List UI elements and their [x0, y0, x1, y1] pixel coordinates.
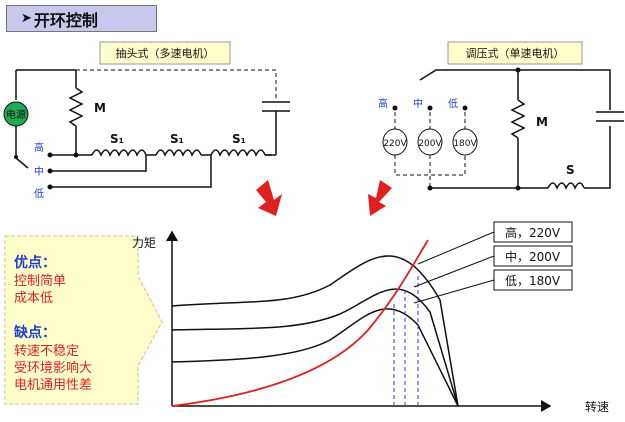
tap-dot-mid	[47, 168, 53, 174]
transformer-180v	[452, 128, 478, 156]
legend-box-mid	[493, 245, 573, 267]
legend-label-low: 低，180V	[505, 274, 561, 288]
switch-blade	[15, 157, 29, 169]
legend-box-high	[493, 221, 573, 243]
voltage-220v: 220V	[383, 139, 407, 149]
mid-tap-wire	[50, 155, 147, 172]
curve-mid	[171, 288, 459, 407]
tap-dot-low	[47, 184, 53, 190]
page-title: ➤ 开环控制	[6, 5, 157, 32]
left-circuit-caption-box	[99, 41, 231, 65]
left-circuit: 抽头式（多速电机） 电源 M S₁ S₁ S₁ 高 中	[3, 41, 290, 200]
left-circuit-caption: 抽头式（多速电机）	[116, 46, 215, 60]
notes-callout: 优点： 控制简单 成本低 缺点： 转速不稳定 受环境影响大 电机通用性差	[4, 235, 163, 405]
motor-m-label: M	[94, 101, 106, 115]
operating-point-markers	[393, 276, 419, 406]
voltage-180v: 180V	[453, 139, 477, 149]
right-motor-m-coil	[510, 99, 526, 139]
y-axis-label: 力矩	[132, 236, 156, 250]
top-wire-right	[419, 69, 611, 110]
voltage-200v: 200V	[418, 139, 442, 149]
pros-title: 优点：	[14, 254, 56, 271]
legend-leader-low	[413, 279, 495, 304]
motor-m-coil	[68, 87, 84, 127]
legend-label-high: 高，220V	[505, 225, 561, 240]
rtap-label-high: 高	[378, 97, 388, 110]
rtap-label-mid: 中	[413, 97, 423, 110]
capacitor-icon	[262, 101, 290, 112]
legend-box-low	[493, 269, 573, 291]
down-arrow-left-icon	[256, 180, 282, 216]
legend-label-mid: 中，200V	[505, 249, 561, 264]
right-circuit-caption-box	[447, 41, 583, 65]
rtap-dashes-bottom	[394, 155, 466, 188]
s-coil-return	[584, 126, 611, 189]
s1-coil-1	[91, 149, 147, 157]
pros-item-2: 成本低	[14, 291, 53, 306]
right-circuit: 调压式（单速电机） 高 中 低 220V 200V 180V M S	[378, 41, 624, 191]
cons-title: 缺点：	[14, 324, 56, 341]
s1-coil-3	[210, 149, 266, 157]
s-coil	[547, 182, 585, 190]
junction-dot	[73, 152, 79, 158]
rtap-dot-mid	[427, 105, 433, 111]
top-wire-dashed	[76, 69, 277, 100]
tap-label-high: 高	[34, 141, 44, 154]
s1-label-3: S₁	[232, 132, 246, 146]
cons-item-1: 转速不稳定	[14, 343, 79, 359]
power-source-label: 电源	[6, 108, 26, 121]
capacitor-lead	[265, 111, 277, 156]
rtap-dot-high	[392, 105, 398, 111]
s1-label-2: S₁	[170, 132, 184, 146]
down-arrow-right-icon	[368, 180, 392, 216]
switch-pivot	[14, 155, 18, 159]
x-axis-label: 转速	[585, 399, 609, 414]
torque-speed-chart: 力矩 转速 高，220V 中，200V 低，180V	[132, 221, 609, 414]
rtap-dashes-top	[394, 112, 466, 130]
right-capacitor-icon	[596, 111, 624, 122]
legend-leader-mid	[413, 255, 495, 288]
rtap-dot-low	[462, 105, 468, 111]
right-circuit-caption: 调压式（单速电机）	[466, 46, 565, 60]
s-coil-label: S	[566, 163, 575, 177]
right-motor-m-label: M	[536, 115, 548, 129]
s1-label-1: S₁	[110, 132, 124, 146]
tap-dot-high	[47, 152, 53, 158]
curve-low	[171, 308, 459, 407]
curve-high	[171, 255, 459, 407]
tap-label-low: 低	[34, 187, 44, 200]
title-text: 开环控制	[33, 10, 98, 30]
s1-coil-2	[155, 149, 202, 157]
rtap-label-low: 低	[448, 97, 458, 110]
low-tap-wire	[50, 155, 212, 188]
pros-item-1: 控制简单	[14, 273, 66, 289]
cons-item-3: 电机通用性差	[14, 378, 92, 393]
arrow-icon: ➤	[21, 11, 32, 26]
load-curve	[171, 239, 429, 407]
notes-box	[4, 235, 163, 405]
cons-item-2: 受环境影响大	[14, 360, 92, 376]
legend-leader-high	[417, 231, 495, 265]
tap-label-mid: 中	[34, 165, 44, 178]
